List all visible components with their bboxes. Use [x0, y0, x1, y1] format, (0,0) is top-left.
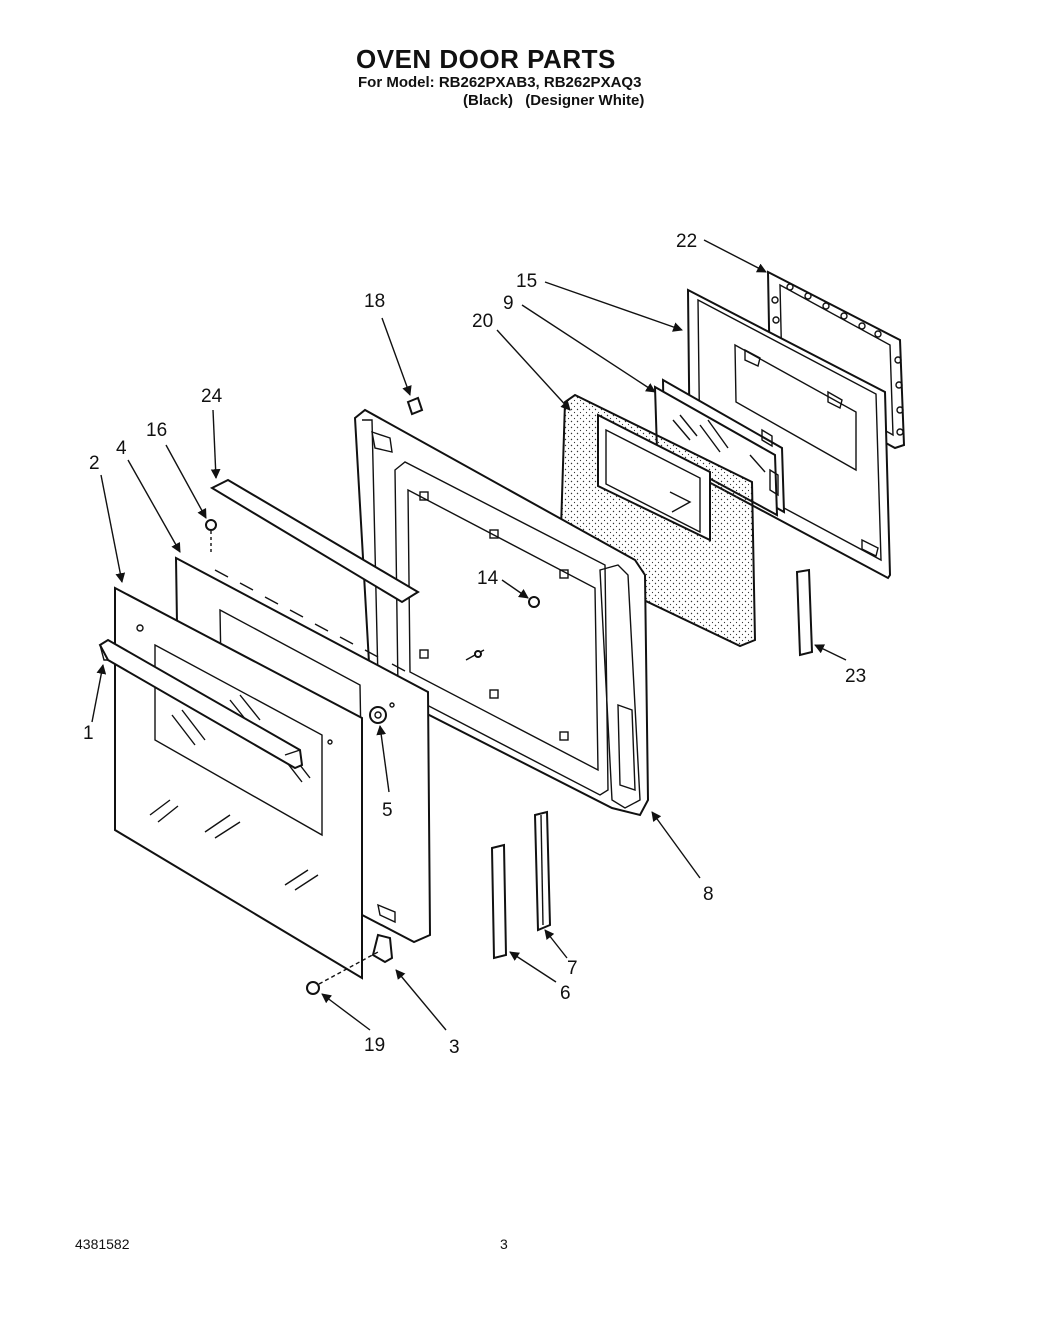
callout-16: 16: [146, 420, 167, 441]
part-3-bracket: [371, 933, 394, 964]
header: OVEN DOOR PARTS For Model: RB262PXAB3, R…: [356, 44, 652, 110]
callout-5: 5: [382, 800, 393, 821]
part-18-clip: [406, 396, 424, 416]
callout-14: 14: [477, 568, 499, 589]
callout-6: 6: [560, 983, 571, 1004]
page-title: OVEN DOOR PARTS: [356, 44, 616, 74]
callout-labels: 22 15 9 20 18 24 16 4 2 14 1 5 23 8 7 6 …: [83, 231, 866, 1058]
part-19-screw: [306, 951, 379, 995]
model-line: For Model: RB262PXAB3, RB262PXAQ3: [358, 74, 642, 91]
callout-2: 2: [89, 453, 100, 474]
part-23-strip: [795, 568, 814, 657]
page-number: 3: [500, 1236, 508, 1252]
part-14-screw: [465, 596, 540, 661]
document-number: 4381582: [75, 1236, 130, 1252]
variant-designer-white: (Designer White): [525, 92, 645, 109]
callout-24: 24: [201, 386, 223, 407]
variant-line: (Black) (Designer White): [463, 92, 652, 110]
callout-23: 23: [845, 666, 866, 687]
callout-18: 18: [364, 291, 385, 312]
leader-lines: [91, 239, 847, 1031]
part-24-strip: [209, 478, 420, 604]
callout-20: 20: [472, 311, 493, 332]
part-16-screw: [205, 519, 217, 552]
callout-19: 19: [364, 1035, 385, 1056]
variant-black: (Black): [463, 92, 514, 109]
callout-22: 22: [676, 231, 697, 252]
callout-15: 15: [516, 271, 537, 292]
part-7-side-channel: [533, 810, 552, 932]
callout-4: 4: [116, 438, 127, 459]
part-1-handle: [98, 638, 304, 770]
callout-3: 3: [449, 1037, 460, 1058]
part-5-bushing: [327, 702, 395, 745]
callout-8: 8: [703, 884, 714, 905]
callout-1: 1: [83, 723, 94, 744]
callout-7: 7: [567, 958, 578, 979]
part-6-side-strip: [490, 843, 508, 960]
callout-9: 9: [503, 293, 514, 314]
